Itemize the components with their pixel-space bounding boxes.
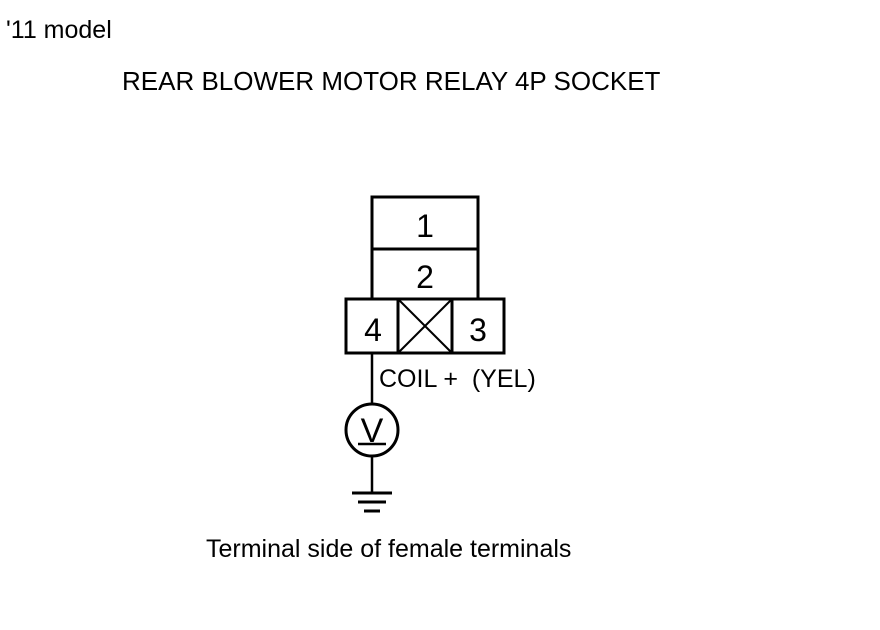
diagram-title: REAR BLOWER MOTOR RELAY 4P SOCKET — [122, 66, 661, 96]
terminal-bottom-row — [344, 297, 506, 355]
model-label: '11 model — [6, 16, 112, 44]
voltmeter-symbol: V — [361, 412, 384, 450]
terminal-side-caption: Terminal side of female terminals — [206, 535, 572, 563]
terminal-2-number: 2 — [416, 259, 434, 295]
terminal-4-number: 4 — [364, 312, 382, 348]
wire-label: COIL + (YEL) — [379, 365, 536, 393]
terminal-3-number: 3 — [469, 312, 487, 348]
ground-icon — [352, 491, 392, 513]
voltmeter-icon: V — [344, 402, 400, 458]
terminal-1-number: 1 — [416, 208, 434, 244]
blocked-cavity-icon — [397, 298, 453, 354]
